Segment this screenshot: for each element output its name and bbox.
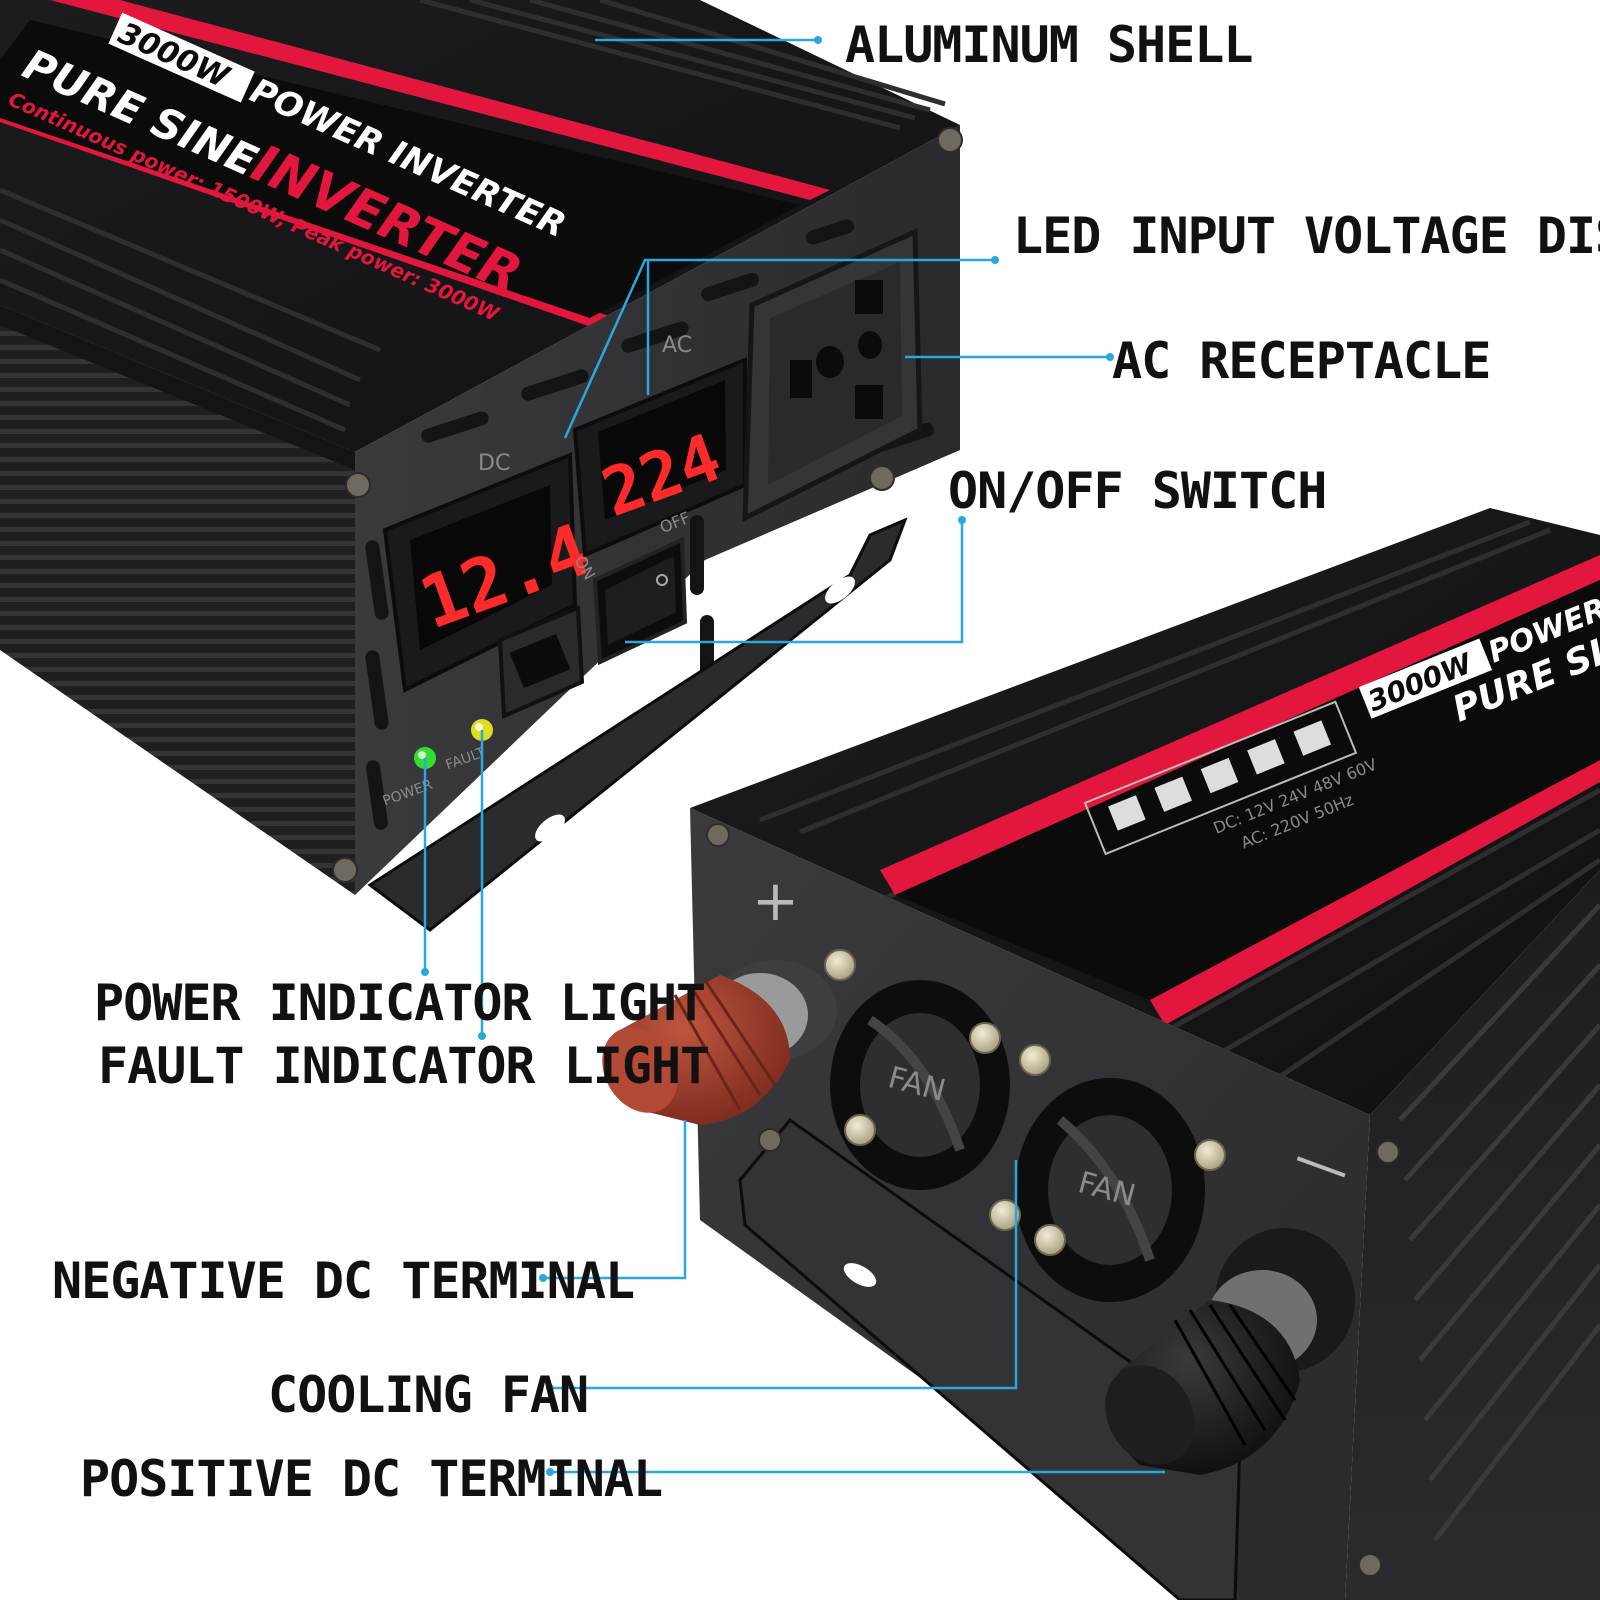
label-cooling-fan: COOLING FAN	[268, 1366, 588, 1424]
callout-labels: ALUMINUM SHELL LED INPUT VOLTAGE DISPLAY…	[52, 16, 1600, 1508]
label-fault-indicator: FAULT INDICATOR LIGHT	[98, 1037, 709, 1095]
ac-tag: AC	[662, 333, 692, 358]
cooling-fan-right: FAN	[1015, 1078, 1205, 1302]
side-shell	[0, 305, 355, 895]
plus-sign: +	[752, 869, 799, 934]
dc-display	[410, 485, 552, 650]
label-power-indicator: POWER INDICATOR LIGHT	[94, 974, 705, 1032]
label-led-display: LED INPUT VOLTAGE DISPLAY	[1013, 207, 1600, 265]
ac-display	[598, 380, 726, 520]
label-aluminum-shell: ALUMINUM SHELL	[845, 16, 1252, 74]
label-ac-receptacle: AC RECEPTACLE	[1112, 332, 1490, 390]
label-positive-dc: POSITIVE DC TERMINAL	[80, 1450, 662, 1508]
label-on-off-switch: ON/OFF SWITCH	[948, 462, 1326, 520]
dc-tag: DC	[478, 451, 510, 476]
label-negative-dc: NEGATIVE DC TERMINAL	[52, 1252, 634, 1310]
positive-dc-terminal[interactable]	[1088, 1228, 1355, 1481]
cooling-fan-left: FAN	[830, 980, 1010, 1190]
negative-dc-terminal[interactable]	[587, 960, 837, 1126]
inverter-unit-rear: 3000W POWER INVERTER PURE SINE DC: 12V 2…	[587, 508, 1600, 1600]
mounting-bracket	[367, 517, 908, 932]
leader-lines	[421, 36, 1165, 1476]
inverter-unit-front: 3000W POWER INVERTER PURE SINE INVERTER …	[0, 0, 963, 932]
mounting-bracket-rear	[738, 1117, 1242, 1600]
